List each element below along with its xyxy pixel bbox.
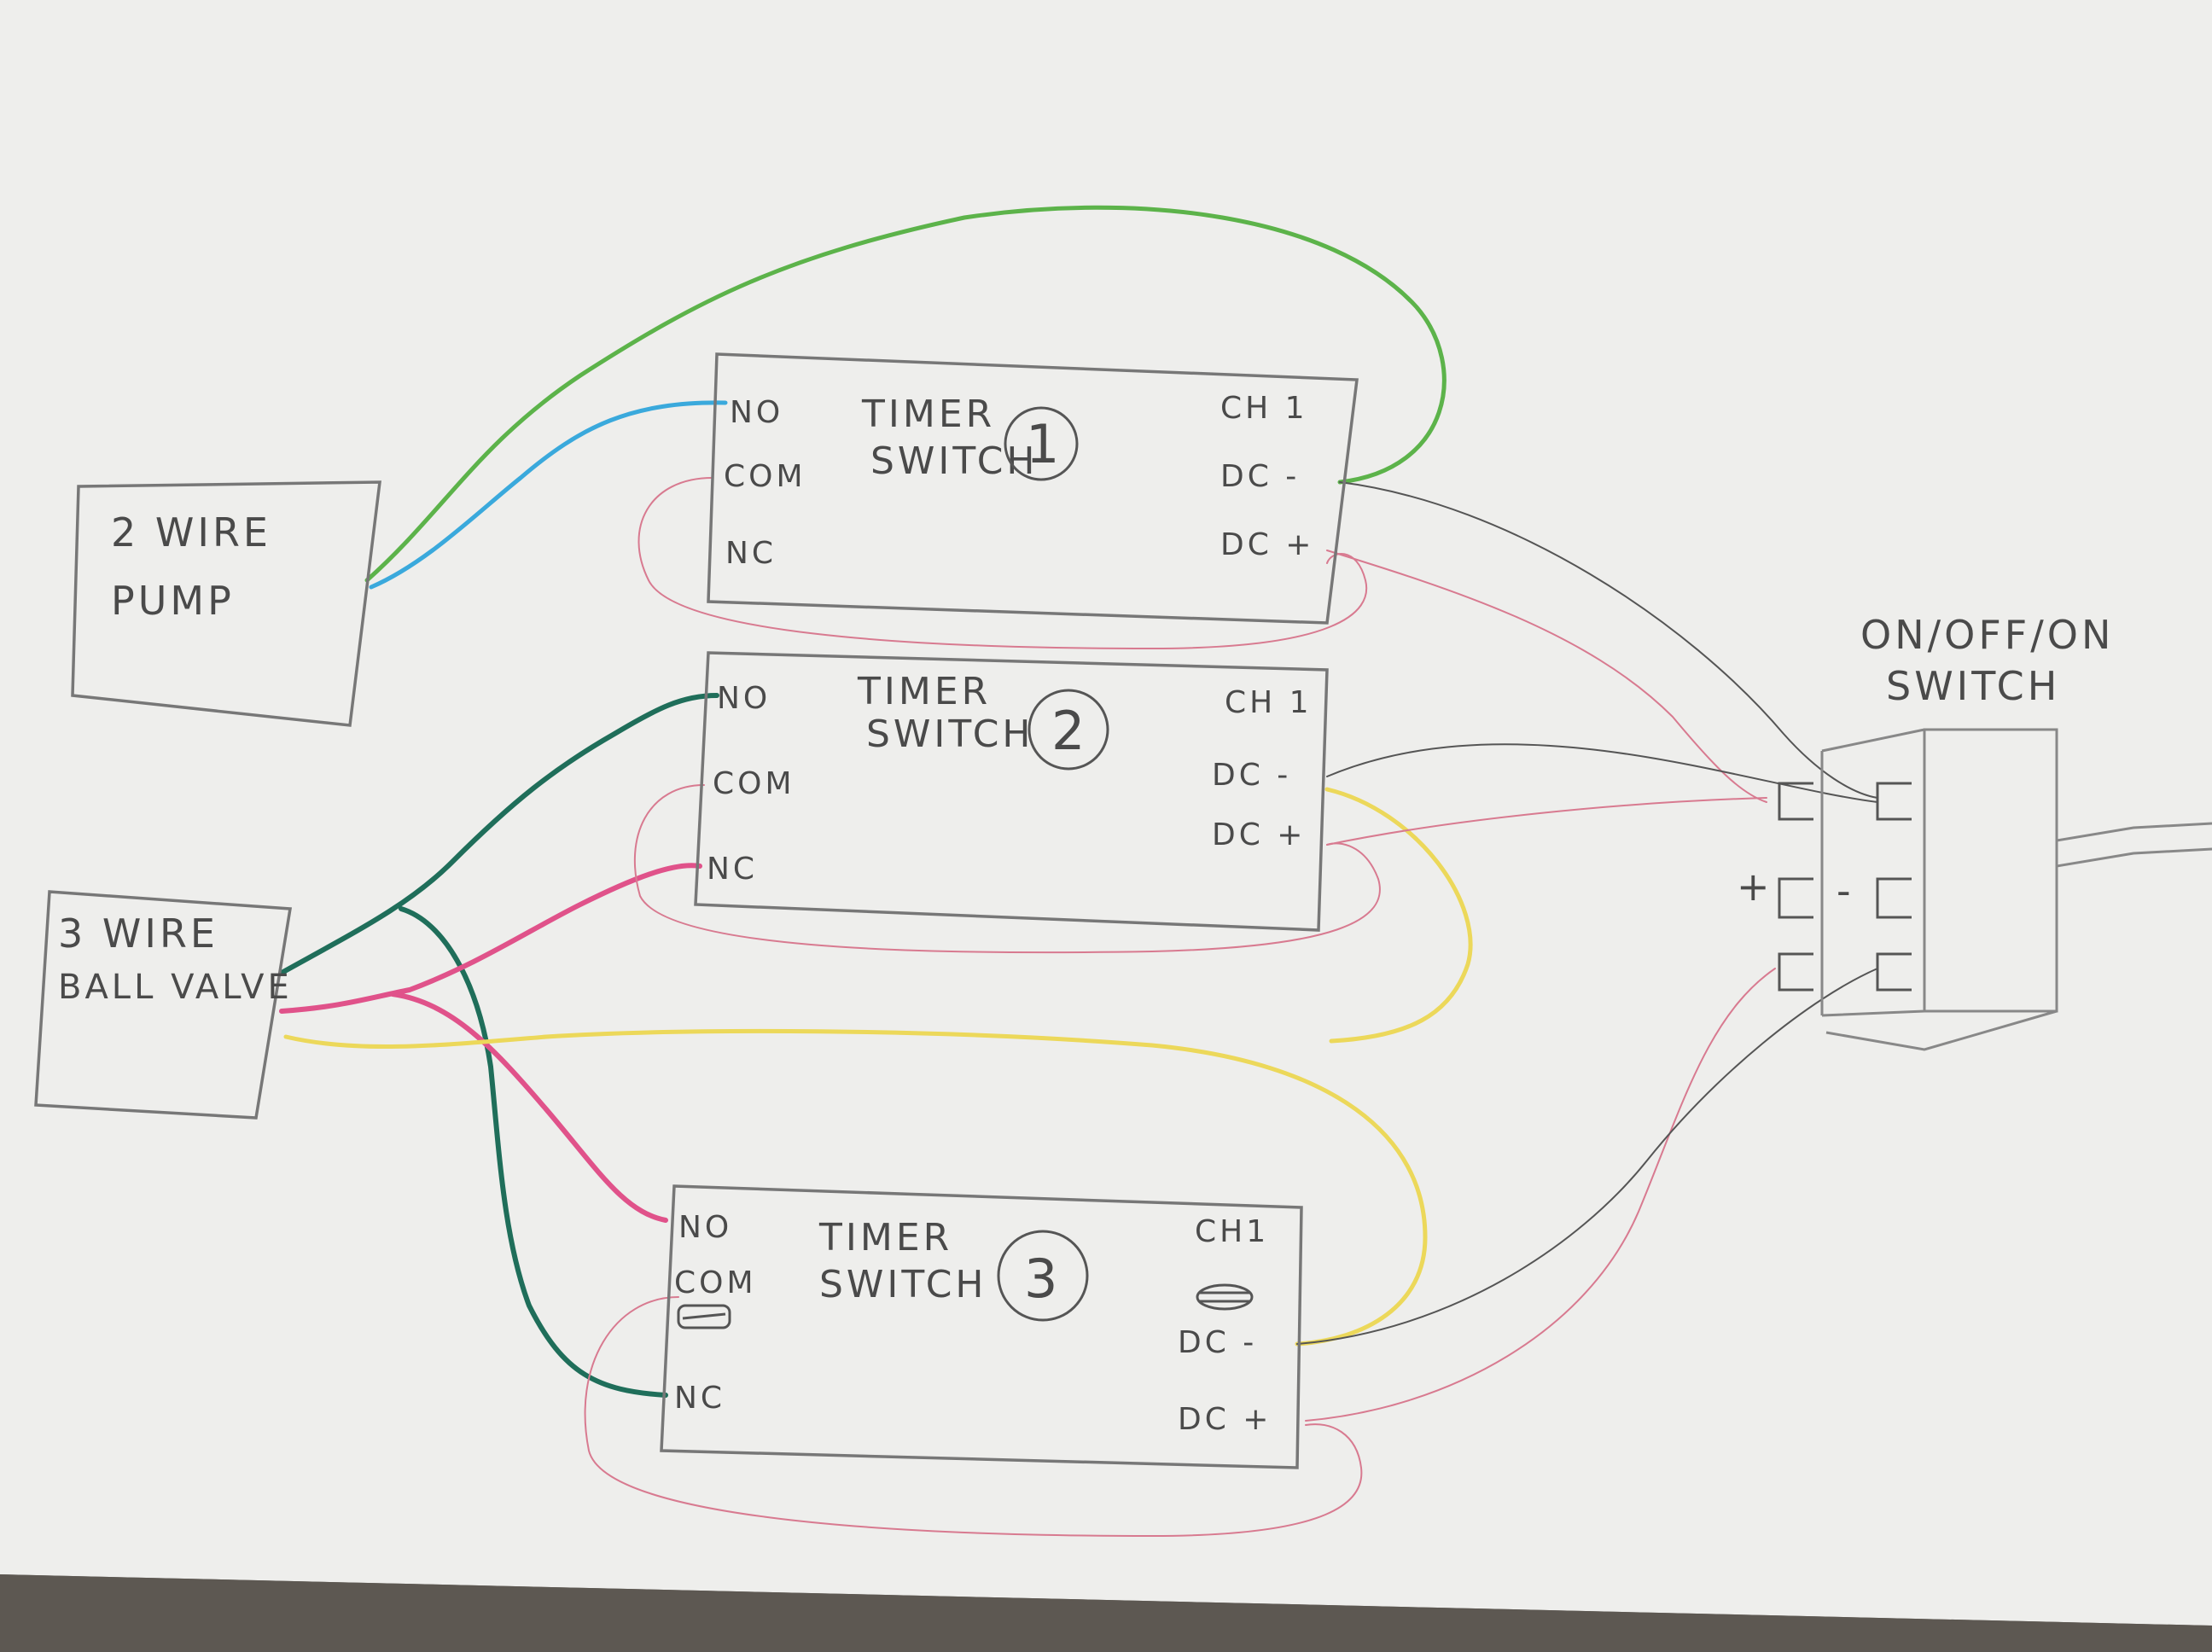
- timer1-pin-nc: NC: [725, 536, 777, 571]
- timer1-com-loop: [637, 477, 1368, 649]
- timer2-pin-nc: NC: [707, 852, 758, 887]
- timer2-number-circle: [1027, 689, 1109, 771]
- timer1-pin-dcplus: DC +: [1220, 527, 1314, 562]
- timer3-title-1: TIMER: [818, 1216, 952, 1259]
- timer1-number: 1: [1026, 413, 1062, 475]
- valve-label-line1: 3 WIRE: [58, 910, 218, 957]
- valve-label-line2: BALL VALVE: [58, 968, 293, 1007]
- timer-switch-1: NO COM NC TIMER SWITCH 1 CH 1 DC - DC +: [707, 352, 1359, 625]
- timer3-dcplus-red: [1305, 968, 1776, 1422]
- valve-pink-wire-b: [390, 992, 668, 1223]
- pump-green-wire: [364, 205, 1447, 583]
- timer3-pin-nc: NC: [674, 1381, 725, 1416]
- timer3-pin-dcplus: DC +: [1178, 1402, 1272, 1437]
- timer2-pin-dcminus: DC -: [1212, 758, 1291, 793]
- timer3-number-circle: [997, 1230, 1089, 1322]
- switch-minus-label: -: [1837, 868, 1854, 914]
- pump-label-line1: 2 WIRE: [111, 509, 271, 556]
- timer1-number-circle: [1004, 406, 1079, 481]
- timer2-pin-com: COM: [713, 766, 795, 801]
- timer2-dcminus-black: [1326, 743, 1878, 803]
- timer2-pin-dcplus: DC +: [1212, 817, 1306, 852]
- valve-yellow-wire: [283, 1028, 1428, 1347]
- switch-label-line1: ON/OFF/ON: [1860, 612, 2114, 658]
- timer1-pin-no: NO: [730, 395, 783, 430]
- timer3-dcminus-black: [1296, 968, 1878, 1345]
- valve-dark-green-wire-b: [399, 906, 668, 1398]
- timer2-title-1: TIMER: [857, 670, 991, 713]
- timer2-title-2: SWITCH: [866, 713, 1034, 756]
- switch-terminals: [1778, 782, 1912, 992]
- timer2-yellow-loop: [1324, 787, 1473, 1044]
- switch-label-line2: SWITCH: [1886, 663, 2060, 709]
- timer-switch-2: NO COM NC TIMER SWITCH 2 CH 1 DC - DC +: [694, 651, 1329, 932]
- timer3-com-loop: [584, 1296, 1363, 1537]
- timer3-title-2: SWITCH: [819, 1263, 987, 1306]
- switch-lever: [2056, 822, 2212, 868]
- timer2-number: 2: [1051, 700, 1088, 762]
- valve-box: 3 WIRE BALL VALVE: [34, 890, 293, 1120]
- switch-plus-label: +: [1737, 864, 1773, 910]
- timer-switch-3: NO COM NC TIMER SWITCH 3 CH1 DC - DC +: [660, 1184, 1303, 1469]
- timer1-pin-ch1: CH 1: [1220, 391, 1308, 426]
- pump-blue-wire: [369, 400, 728, 590]
- table-edge: [0, 1574, 2212, 1652]
- timer3-scribble: [677, 1304, 731, 1329]
- timer1-dcminus-black: [1339, 481, 1878, 799]
- valve-dark-green-wire-a: [279, 693, 719, 975]
- timer2-dcplus-red: [1326, 797, 1767, 846]
- timer2-com-loop: [633, 784, 1381, 954]
- pump-label-line2: PUMP: [111, 578, 235, 624]
- timer3-crossed-out-scribble: [1196, 1283, 1254, 1311]
- timer1-dcplus-red: [1326, 550, 1767, 803]
- on-off-on-switch: ON/OFF/ON SWITCH + -: [1737, 612, 2212, 1051]
- timer1-title-1: TIMER: [861, 393, 995, 436]
- timer3-number: 3: [1024, 1248, 1061, 1310]
- timer2-pin-no: NO: [717, 681, 771, 716]
- timer2-pin-ch1: CH 1: [1225, 685, 1313, 720]
- timer3-pin-com: COM: [674, 1265, 757, 1300]
- timer3-pin-dcminus: DC -: [1178, 1325, 1257, 1360]
- valve-pink-wire-a: [279, 863, 702, 1014]
- timer1-pin-com: COM: [724, 459, 806, 494]
- timer3-pin-ch1: CH1: [1195, 1214, 1269, 1249]
- timer3-pin-no: NO: [678, 1210, 732, 1245]
- timer1-title-2: SWITCH: [870, 439, 1039, 483]
- timer1-pin-dcminus: DC -: [1220, 459, 1300, 494]
- pump-box: 2 WIRE PUMP: [71, 480, 381, 727]
